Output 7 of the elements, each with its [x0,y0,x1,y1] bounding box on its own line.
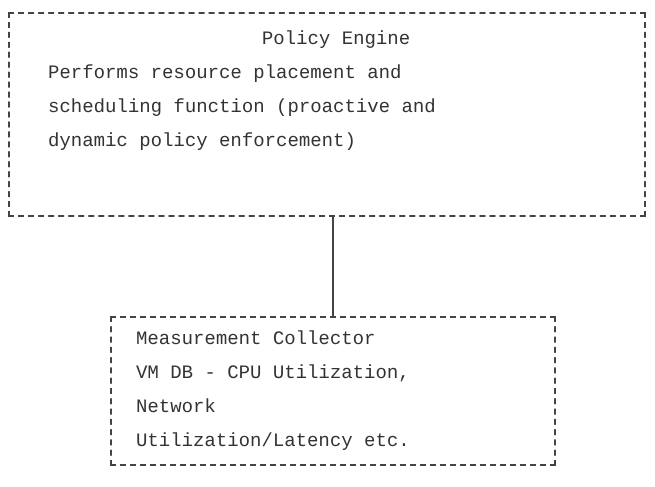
box-description: Performs resource placement and scheduling function (proactive and dynamic policy enforcement) [48,61,436,154]
process-box [110,316,556,466]
box-title: Measurement Collector [136,327,376,352]
process-box [8,12,646,217]
box-description: VM DB - CPU Utilization, Network Utilization/Latency etc. [136,361,411,454]
box-title: Policy Engine [260,27,412,52]
connector-line [332,217,334,316]
